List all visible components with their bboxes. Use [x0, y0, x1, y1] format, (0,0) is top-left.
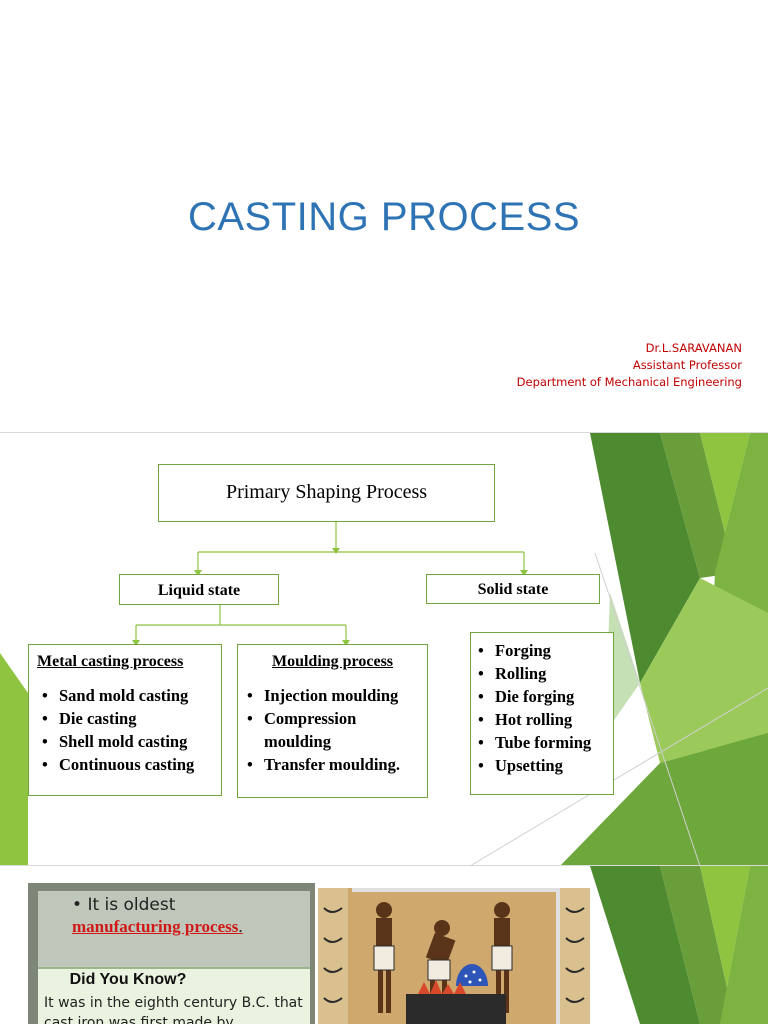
green-decoration — [0, 866, 768, 1024]
liquid-state-label: Liquid state — [157, 582, 241, 599]
did-you-know-box: Did You Know? It was in the eighth centu… — [38, 967, 310, 1024]
list-item: Upsetting — [473, 754, 611, 777]
list-item: Compression moulding — [242, 707, 423, 753]
list-item: Continuous casting — [37, 753, 215, 776]
connector-lines — [132, 522, 528, 646]
metal-casting-list: Sand mold casting Die casting Shell mold… — [37, 684, 215, 776]
list-item: Rolling — [473, 662, 611, 685]
fact-text: It was in the eighth century B.C. that c… — [44, 995, 303, 1024]
slide-separator — [0, 432, 768, 433]
list-item: Die casting — [37, 707, 215, 730]
author-block: Dr.L.SARAVANAN Assistant Professor Depar… — [517, 340, 742, 391]
highlight-text: manufacturing process. — [72, 917, 243, 936]
metal-casting-box: Metal casting process Sand mold casting … — [28, 644, 222, 796]
solid-state-box: Solid state — [426, 574, 600, 604]
solid-processes-list: Forging Rolling Die forging Hot rolling … — [473, 639, 611, 777]
did-you-know-photo: • It is oldest manufacturing process. Di… — [28, 883, 315, 1024]
egyptian-casting-illustration — [318, 888, 590, 1024]
author-role: Assistant Professor — [632, 358, 742, 372]
solid-state-label: Solid state — [477, 581, 549, 598]
bullet-text: • It is oldest — [72, 895, 176, 915]
classification-slide: Primary Shaping Process Liquid state Sol… — [0, 433, 768, 866]
list-item: Tube forming — [473, 731, 611, 754]
list-item: Shell mold casting — [37, 730, 215, 753]
list-item: Forging — [473, 639, 611, 662]
list-item: Die forging — [473, 685, 611, 708]
did-you-know-heading: Did You Know? — [69, 971, 187, 988]
title-slide: CASTING PROCESS Dr.L.SARAVANAN Assistant… — [0, 0, 768, 433]
solid-processes-box: Forging Rolling Die forging Hot rolling … — [470, 632, 614, 795]
list-item: Transfer moulding. — [242, 753, 423, 776]
slide-title: CASTING PROCESS — [187, 195, 580, 239]
primary-shaping-box: Primary Shaping Process — [158, 464, 495, 522]
author-name: Dr.L.SARAVANAN — [645, 341, 742, 355]
list-item: Injection moulding — [242, 684, 423, 707]
list-item: Sand mold casting — [37, 684, 215, 707]
history-slide: • It is oldest manufacturing process. Di… — [0, 866, 768, 1024]
author-department: Department of Mechanical Engineering — [516, 375, 742, 389]
liquid-state-box: Liquid state — [119, 574, 279, 605]
moulding-list: Injection moulding Compression moulding … — [242, 684, 423, 776]
primary-shaping-label: Primary Shaping Process — [225, 481, 428, 503]
egyptian-workers-image — [318, 888, 590, 1024]
slide-separator — [0, 865, 768, 866]
metal-casting-title: Metal casting process — [37, 653, 184, 670]
moulding-title: Moulding process — [271, 653, 394, 670]
moulding-box: Moulding process Injection moulding Comp… — [237, 644, 428, 798]
note-paper — [38, 891, 310, 971]
list-item: Hot rolling — [473, 708, 611, 731]
